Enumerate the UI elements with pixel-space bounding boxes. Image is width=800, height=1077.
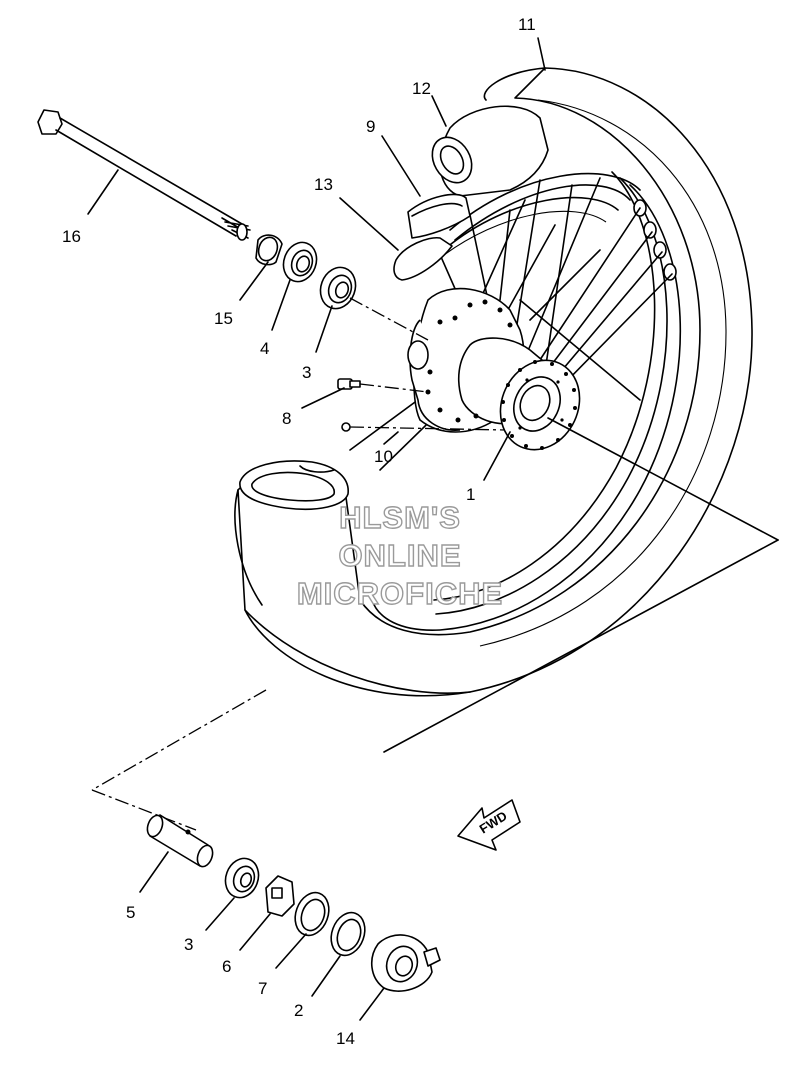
axle-centerline bbox=[349, 297, 429, 341]
callout-5: 5 bbox=[126, 903, 135, 922]
meter-clutch bbox=[265, 875, 295, 917]
callout-labels: 11 12 9 13 16 15 4 3 8 10 1 5 3 6 7 2 14 bbox=[62, 15, 536, 1048]
meter-gear-unit bbox=[371, 934, 441, 992]
tube-valve bbox=[431, 105, 549, 197]
callout-6: 6 bbox=[222, 957, 231, 976]
callout-1: 1 bbox=[466, 485, 475, 504]
circlip bbox=[330, 911, 366, 957]
rim-band bbox=[407, 193, 471, 239]
tire-section bbox=[239, 460, 349, 511]
callout-7: 7 bbox=[258, 979, 267, 998]
callout-14: 14 bbox=[336, 1029, 355, 1048]
callout-16: 16 bbox=[62, 227, 81, 246]
leader-lines bbox=[87, 37, 546, 1021]
lower-boundary bbox=[91, 689, 267, 831]
callout-9: 9 bbox=[366, 117, 375, 136]
fwd-arrow: FWD bbox=[457, 799, 521, 851]
callout-2: 2 bbox=[294, 1001, 303, 1020]
callout-4: 4 bbox=[260, 339, 269, 358]
collar bbox=[255, 234, 283, 266]
callout-10: 10 bbox=[374, 447, 393, 466]
callout-11: 11 bbox=[518, 15, 536, 34]
brake-disc bbox=[499, 359, 581, 451]
spacer bbox=[146, 814, 214, 868]
watermark-line-3: MICROFICHE bbox=[297, 576, 503, 611]
callout-12: 12 bbox=[412, 79, 431, 98]
disc-guide-line bbox=[383, 417, 779, 753]
callout-15: 15 bbox=[214, 309, 233, 328]
oil-seal-lower bbox=[294, 891, 330, 937]
watermark-line-2: ONLINE bbox=[338, 538, 461, 573]
rim-strip bbox=[393, 236, 453, 281]
callout-13: 13 bbox=[314, 175, 333, 194]
bearing-lower bbox=[224, 857, 260, 899]
disc-bolt bbox=[337, 378, 506, 432]
watermark: HLSM'S ONLINE MICROFICHE bbox=[296, 499, 503, 611]
watermark-line-1: HLSM'S bbox=[339, 500, 461, 535]
callout-3-upper: 3 bbox=[302, 363, 311, 382]
callout-8: 8 bbox=[282, 409, 291, 428]
bearing-upper bbox=[319, 266, 357, 310]
hub bbox=[407, 287, 549, 433]
axle bbox=[37, 109, 251, 241]
oil-seal bbox=[282, 241, 318, 283]
callout-3-lower: 3 bbox=[184, 935, 193, 954]
